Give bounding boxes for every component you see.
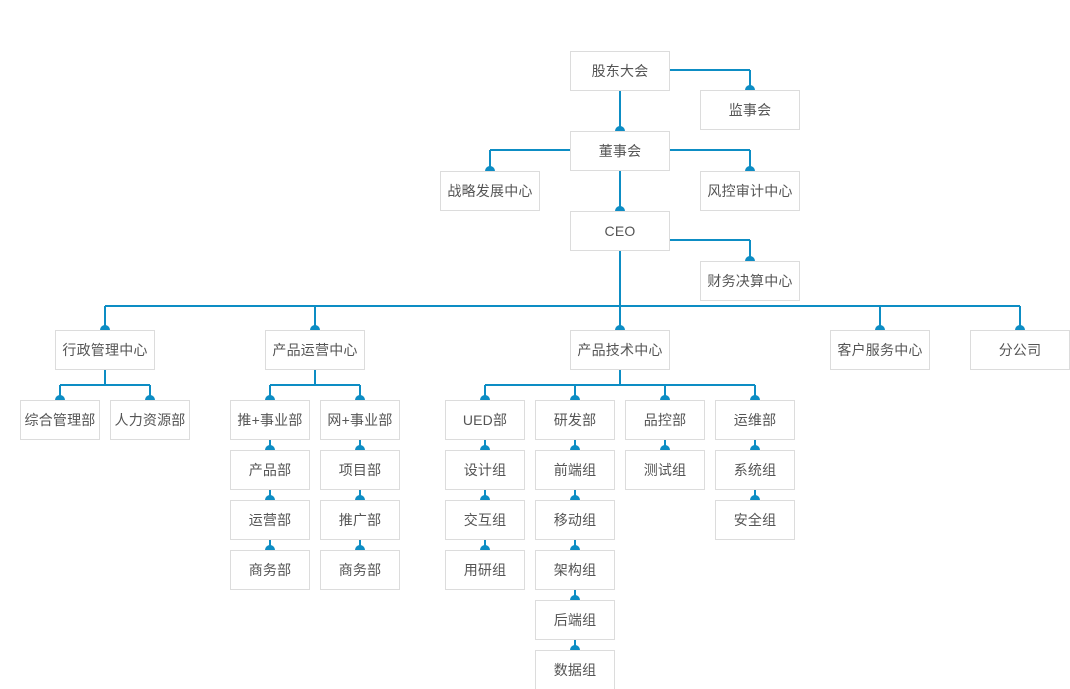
org-node-label: 前端组 [553,462,597,478]
org-node-n14[interactable]: 人力资源部 [110,400,190,440]
org-node-n3[interactable]: 董事会 [570,131,670,171]
org-node-n18[interactable]: 商务部 [230,550,310,590]
org-node-label: 人力资源部 [114,412,186,428]
org-node-label: 品控部 [643,412,687,428]
org-node-label: 推广部 [338,512,382,528]
org-node-label: 行政管理中心 [62,342,148,358]
org-node-n31[interactable]: 后端组 [535,600,615,640]
org-node-n27[interactable]: 研发部 [535,400,615,440]
org-node-n24[interactable]: 设计组 [445,450,525,490]
org-node-label: UED部 [462,412,508,428]
org-node-label: 风控审计中心 [707,183,793,199]
org-node-n35[interactable]: 运维部 [715,400,795,440]
org-node-label: 移动组 [553,512,597,528]
org-node-n33[interactable]: 品控部 [625,400,705,440]
org-node-label: 客户服务中心 [837,342,923,358]
org-node-label: 产品部 [248,462,292,478]
org-node-n26[interactable]: 用研组 [445,550,525,590]
org-node-label: 财务决算中心 [707,273,793,289]
org-node-label: 系统组 [733,462,777,478]
org-node-label: 董事会 [598,143,642,159]
org-node-n37[interactable]: 安全组 [715,500,795,540]
org-node-label: 项目部 [338,462,382,478]
org-node-label: 推+事业部 [237,412,303,428]
org-node-label: 数据组 [553,662,597,678]
org-node-n2[interactable]: 监事会 [700,90,800,130]
org-node-n21[interactable]: 推广部 [320,500,400,540]
org-node-label: 运维部 [733,412,777,428]
org-node-n20[interactable]: 项目部 [320,450,400,490]
org-node-n13[interactable]: 综合管理部 [20,400,100,440]
org-node-n28[interactable]: 前端组 [535,450,615,490]
org-node-label: 用研组 [463,562,507,578]
org-node-n36[interactable]: 系统组 [715,450,795,490]
org-node-n10[interactable]: 产品技术中心 [570,330,670,370]
org-node-n9[interactable]: 产品运营中心 [265,330,365,370]
org-node-label: 战略发展中心 [447,183,533,199]
org-node-label: 商务部 [248,562,292,578]
org-node-label: 产品运营中心 [272,342,358,358]
org-node-n12[interactable]: 分公司 [970,330,1070,370]
org-node-n25[interactable]: 交互组 [445,500,525,540]
org-node-label: 分公司 [998,342,1042,358]
org-node-label: 股东大会 [591,63,649,79]
org-node-n1[interactable]: 股东大会 [570,51,670,91]
org-node-n11[interactable]: 客户服务中心 [830,330,930,370]
org-node-n34[interactable]: 测试组 [625,450,705,490]
org-node-label: 测试组 [643,462,687,478]
org-node-label: 架构组 [553,562,597,578]
org-node-label: 监事会 [728,102,772,118]
org-node-n23[interactable]: UED部 [445,400,525,440]
org-node-n32[interactable]: 数据组 [535,650,615,689]
org-node-label: 研发部 [553,412,597,428]
org-node-label: 运营部 [248,512,292,528]
org-node-n29[interactable]: 移动组 [535,500,615,540]
org-node-n17[interactable]: 运营部 [230,500,310,540]
org-node-n8[interactable]: 行政管理中心 [55,330,155,370]
org-node-n16[interactable]: 产品部 [230,450,310,490]
org-node-n15[interactable]: 推+事业部 [230,400,310,440]
org-node-label: CEO [604,223,636,239]
org-node-label: 网+事业部 [327,412,393,428]
org-node-n7[interactable]: 财务决算中心 [700,261,800,301]
org-node-n6[interactable]: CEO [570,211,670,251]
org-node-label: 后端组 [553,612,597,628]
org-node-label: 交互组 [463,512,507,528]
org-node-label: 设计组 [463,462,507,478]
org-node-n30[interactable]: 架构组 [535,550,615,590]
org-node-n5[interactable]: 风控审计中心 [700,171,800,211]
org-node-label: 商务部 [338,562,382,578]
org-node-n22[interactable]: 商务部 [320,550,400,590]
org-node-label: 综合管理部 [24,412,96,428]
org-node-label: 安全组 [733,512,777,528]
org-node-n4[interactable]: 战略发展中心 [440,171,540,211]
org-node-n19[interactable]: 网+事业部 [320,400,400,440]
org-node-label: 产品技术中心 [577,342,663,358]
